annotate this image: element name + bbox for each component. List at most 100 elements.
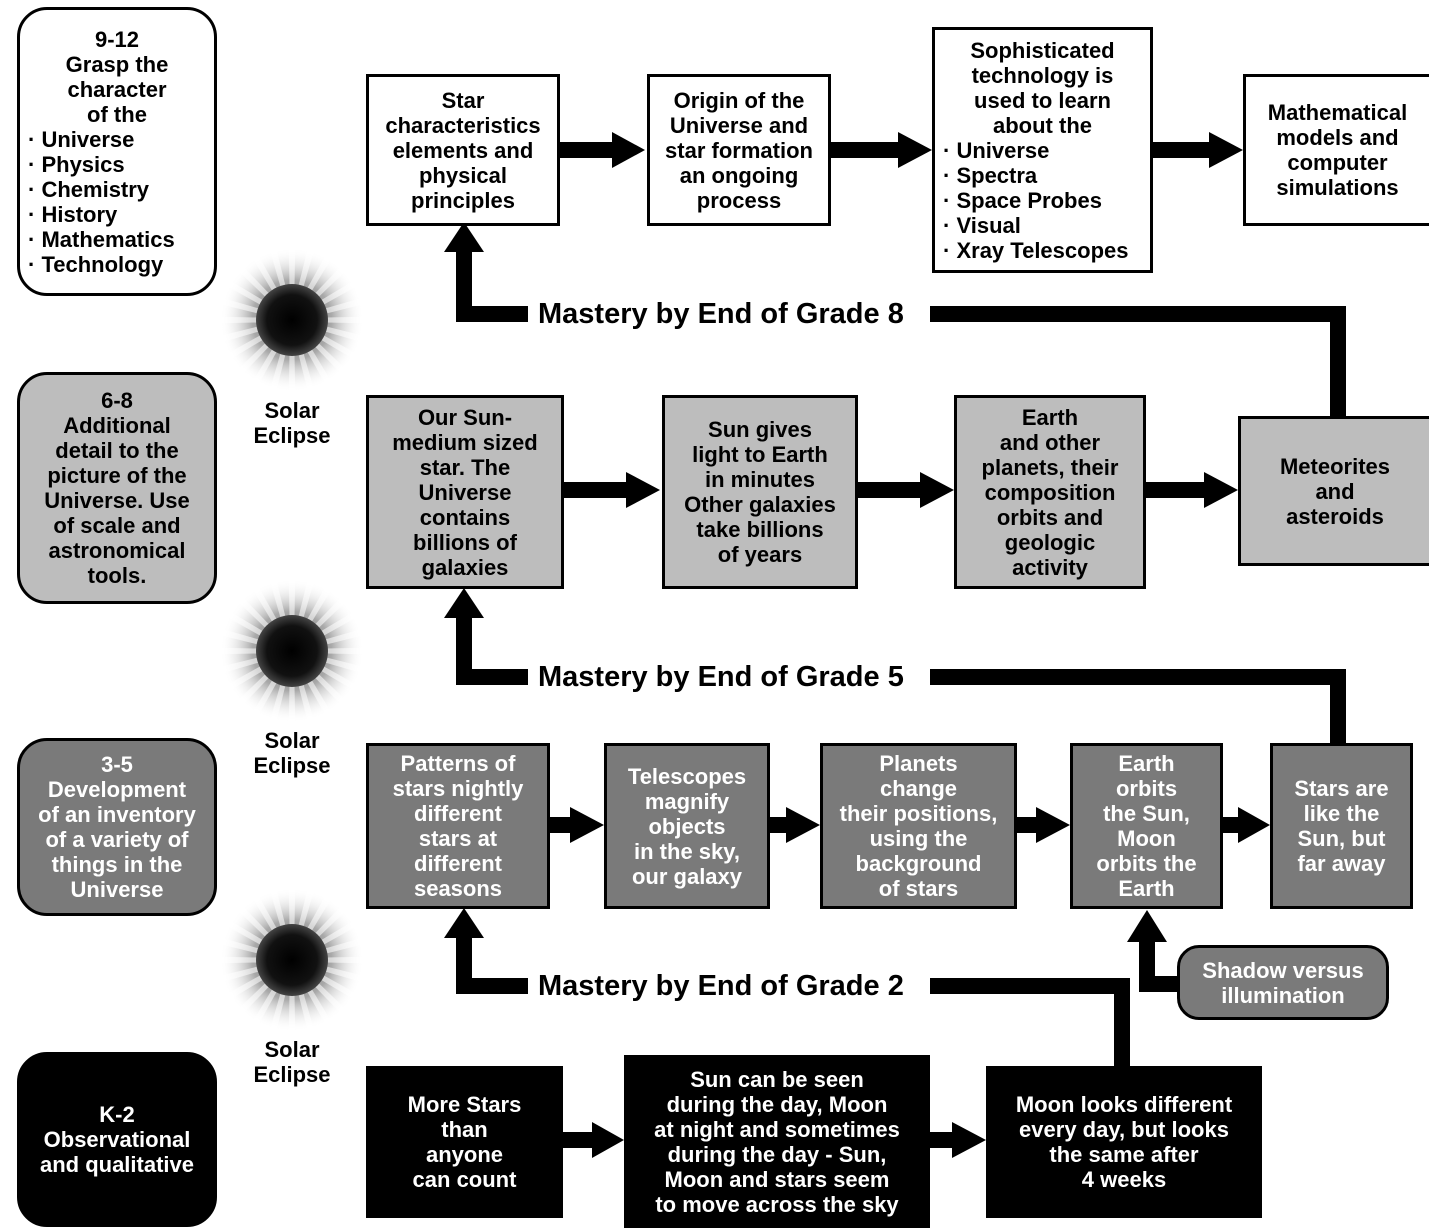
box-text: principles bbox=[411, 187, 515, 213]
box-text: Moon looks different bbox=[1015, 1092, 1233, 1117]
box-text: Origin of the bbox=[673, 87, 805, 113]
box-text: illumination bbox=[1221, 982, 1345, 1008]
eclipse-ray bbox=[228, 974, 264, 999]
box-text: their positions, bbox=[839, 801, 998, 826]
eclipse-ray bbox=[306, 988, 331, 1024]
eclipse-ray bbox=[270, 683, 286, 722]
box-text: Stars are bbox=[1294, 776, 1389, 801]
box-text: Star bbox=[441, 87, 485, 113]
box-text: More Stars bbox=[407, 1092, 522, 1117]
arrow-r1-b bbox=[831, 132, 932, 168]
box-planets-change: Planets change their positions, using th… bbox=[820, 743, 1017, 909]
box-text: using the bbox=[869, 826, 968, 851]
arrow-r2-b bbox=[858, 472, 954, 508]
box-text: Earth bbox=[1118, 751, 1175, 776]
box-text: of years bbox=[717, 542, 803, 567]
box-text: stars nightly bbox=[392, 776, 524, 801]
eclipse-disc bbox=[256, 615, 328, 687]
box-text: 4 weeks bbox=[1081, 1167, 1167, 1192]
eclipse-ray bbox=[314, 342, 346, 374]
subject-list: Universe Physics Chemistry History Mathe… bbox=[26, 127, 208, 277]
box-our-sun: Our Sun- medium sized star. The Universe… bbox=[366, 395, 564, 589]
shadow-connector bbox=[1127, 910, 1183, 992]
eclipse-ray bbox=[253, 256, 278, 292]
box-text: and bbox=[1315, 478, 1355, 504]
eclipse-ray bbox=[306, 587, 331, 623]
box-text: activity bbox=[1012, 554, 1088, 580]
eclipse-ray bbox=[320, 974, 356, 999]
box-text: billions of bbox=[413, 529, 517, 555]
grade-text: things in the bbox=[51, 852, 183, 877]
box-text: technology is bbox=[971, 62, 1114, 88]
box-more-stars: More Stars than anyone can count bbox=[366, 1066, 563, 1218]
box-text: like the bbox=[1303, 801, 1380, 826]
eclipse-ray bbox=[288, 248, 296, 287]
eclipse-ray bbox=[324, 326, 363, 342]
box-text: far away bbox=[1297, 851, 1386, 876]
technology-item: Universe bbox=[943, 138, 1144, 163]
eclipse-label-line: Solar bbox=[264, 728, 320, 753]
grade-text: detail to the bbox=[55, 438, 179, 463]
box-text: star. The bbox=[419, 454, 511, 480]
eclipse-ray bbox=[228, 612, 264, 637]
box-text: galaxies bbox=[421, 554, 509, 580]
technology-item: Space Probes bbox=[943, 188, 1144, 213]
eclipse-label-line: Eclipse bbox=[253, 753, 331, 778]
eclipse-ray bbox=[221, 629, 260, 645]
eclipse-ray bbox=[220, 316, 259, 324]
box-text: magnify bbox=[644, 788, 730, 814]
subject-item: Chemistry bbox=[28, 177, 208, 202]
box-text: take billions bbox=[696, 517, 824, 542]
box-text: asteroids bbox=[1286, 503, 1384, 529]
grade-text: tools. bbox=[87, 563, 147, 588]
technology-item: Spectra bbox=[943, 163, 1144, 188]
grade-text: of an inventory bbox=[38, 802, 196, 827]
box-text: Earth bbox=[1118, 876, 1175, 901]
grade-text: astronomical bbox=[48, 538, 186, 563]
eclipse-ray bbox=[228, 921, 264, 946]
eclipse-label: Solar Eclipse bbox=[237, 1037, 347, 1087]
arrow-r3-a bbox=[550, 807, 604, 843]
box-patterns-of-stars: Patterns of stars nightly different star… bbox=[366, 743, 550, 909]
box-sophisticated-technology: Sophisticated technology is used to lear… bbox=[932, 27, 1153, 273]
arrow-r2-a bbox=[564, 472, 660, 508]
arrow-r4-b bbox=[930, 1122, 986, 1158]
eclipse-ray bbox=[325, 956, 364, 964]
box-text: Sun gives bbox=[708, 417, 812, 442]
eclipse-ray bbox=[288, 888, 296, 927]
eclipse-ray bbox=[270, 249, 286, 288]
box-text: characteristics bbox=[385, 112, 541, 138]
box-text: light to Earth bbox=[692, 442, 828, 467]
arrow-r1-c bbox=[1153, 132, 1243, 168]
box-text: Sophisticated bbox=[970, 37, 1115, 63]
box-stars-like-sun: Stars are like the Sun, but far away bbox=[1270, 743, 1413, 909]
box-text: change bbox=[879, 776, 958, 801]
box-text: of stars bbox=[878, 876, 959, 901]
box-text: the same after bbox=[1049, 1142, 1199, 1167]
eclipse-ray bbox=[320, 334, 356, 359]
box-heading: Sophisticated technology is used to lear… bbox=[941, 38, 1144, 138]
eclipse-ray bbox=[221, 298, 260, 314]
box-text: Sun, but bbox=[1297, 826, 1386, 851]
grade-text: Grasp the bbox=[65, 51, 169, 77]
box-text: in the sky, bbox=[634, 838, 740, 864]
eclipse-ray bbox=[238, 906, 270, 938]
box-text: Universe bbox=[418, 479, 512, 505]
grade-title: 3-5 bbox=[101, 752, 133, 777]
eclipse-ray bbox=[220, 956, 259, 964]
grade-text: of the bbox=[87, 101, 147, 127]
box-text: physical bbox=[418, 162, 508, 188]
box-text: stars at bbox=[418, 826, 498, 851]
solar-eclipse-icon bbox=[220, 248, 364, 392]
box-text: computer bbox=[1287, 150, 1388, 175]
box-text: orbits bbox=[1115, 776, 1178, 801]
box-text: every day, but looks bbox=[1019, 1117, 1229, 1142]
eclipse-ray bbox=[253, 348, 278, 384]
grade-text: Additional bbox=[63, 413, 171, 438]
eclipse-label: Solar Eclipse bbox=[237, 398, 347, 448]
box-text: seasons bbox=[413, 876, 503, 901]
mastery-grade2-connector bbox=[444, 908, 1130, 1068]
box-text: contains bbox=[419, 504, 511, 530]
box-text: medium sized bbox=[392, 429, 538, 455]
eclipse-ray bbox=[288, 579, 296, 618]
